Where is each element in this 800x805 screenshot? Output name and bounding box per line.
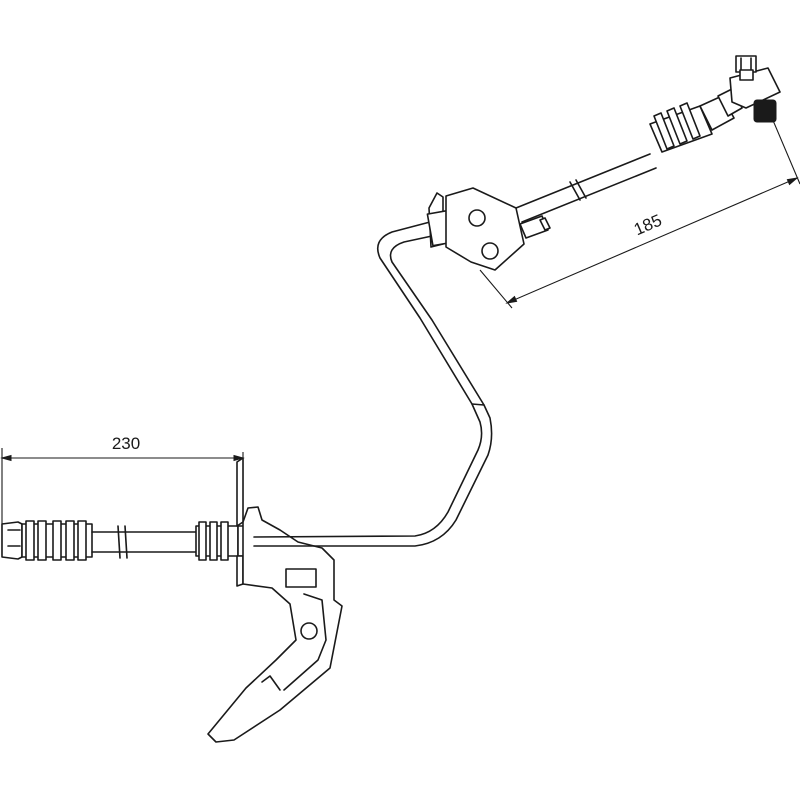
upper-bracket-hole-2: [481, 242, 499, 260]
banjo-fitting: [729, 55, 781, 123]
right-dimension-arrow-left: [505, 295, 518, 304]
right-hose-break-mark: [569, 181, 581, 201]
right-hose-upper-edge: [515, 153, 651, 209]
brake-line-lower-edge: [253, 235, 493, 547]
upper-bracket-hole-1: [468, 209, 486, 227]
right-dimension-extension-line-left: [479, 269, 513, 309]
left-dimension-arrow-right: [233, 454, 245, 462]
left-end-fitting: [1, 521, 23, 560]
right-dimension-line: [506, 177, 798, 304]
right-dimension-label: 185: [631, 211, 665, 240]
bracket-plate: [207, 506, 343, 743]
right-hose: [515, 87, 743, 223]
left-mounting-bracket: [207, 457, 343, 743]
right-hose-lower-edge: [521, 167, 657, 223]
left-hose: [1, 520, 255, 561]
metal-brake-line: [253, 221, 493, 547]
left-dimension-label: 230: [112, 434, 140, 453]
bracket-slot: [285, 568, 317, 588]
right-dimension-extension-line-right: [771, 117, 800, 185]
left-dimension-arrow-left: [0, 454, 12, 462]
bracket-bolt-hole: [300, 622, 318, 640]
left-hose-break-mark: [117, 525, 121, 559]
banjo-thread: [753, 99, 777, 123]
brake-line-upper-edge: [253, 221, 483, 538]
right-dimension: 185: [479, 117, 800, 309]
upper-bracket-block: [445, 187, 525, 271]
right-dimension-arrow-right: [786, 177, 799, 186]
upper-bracket: [426, 187, 551, 271]
